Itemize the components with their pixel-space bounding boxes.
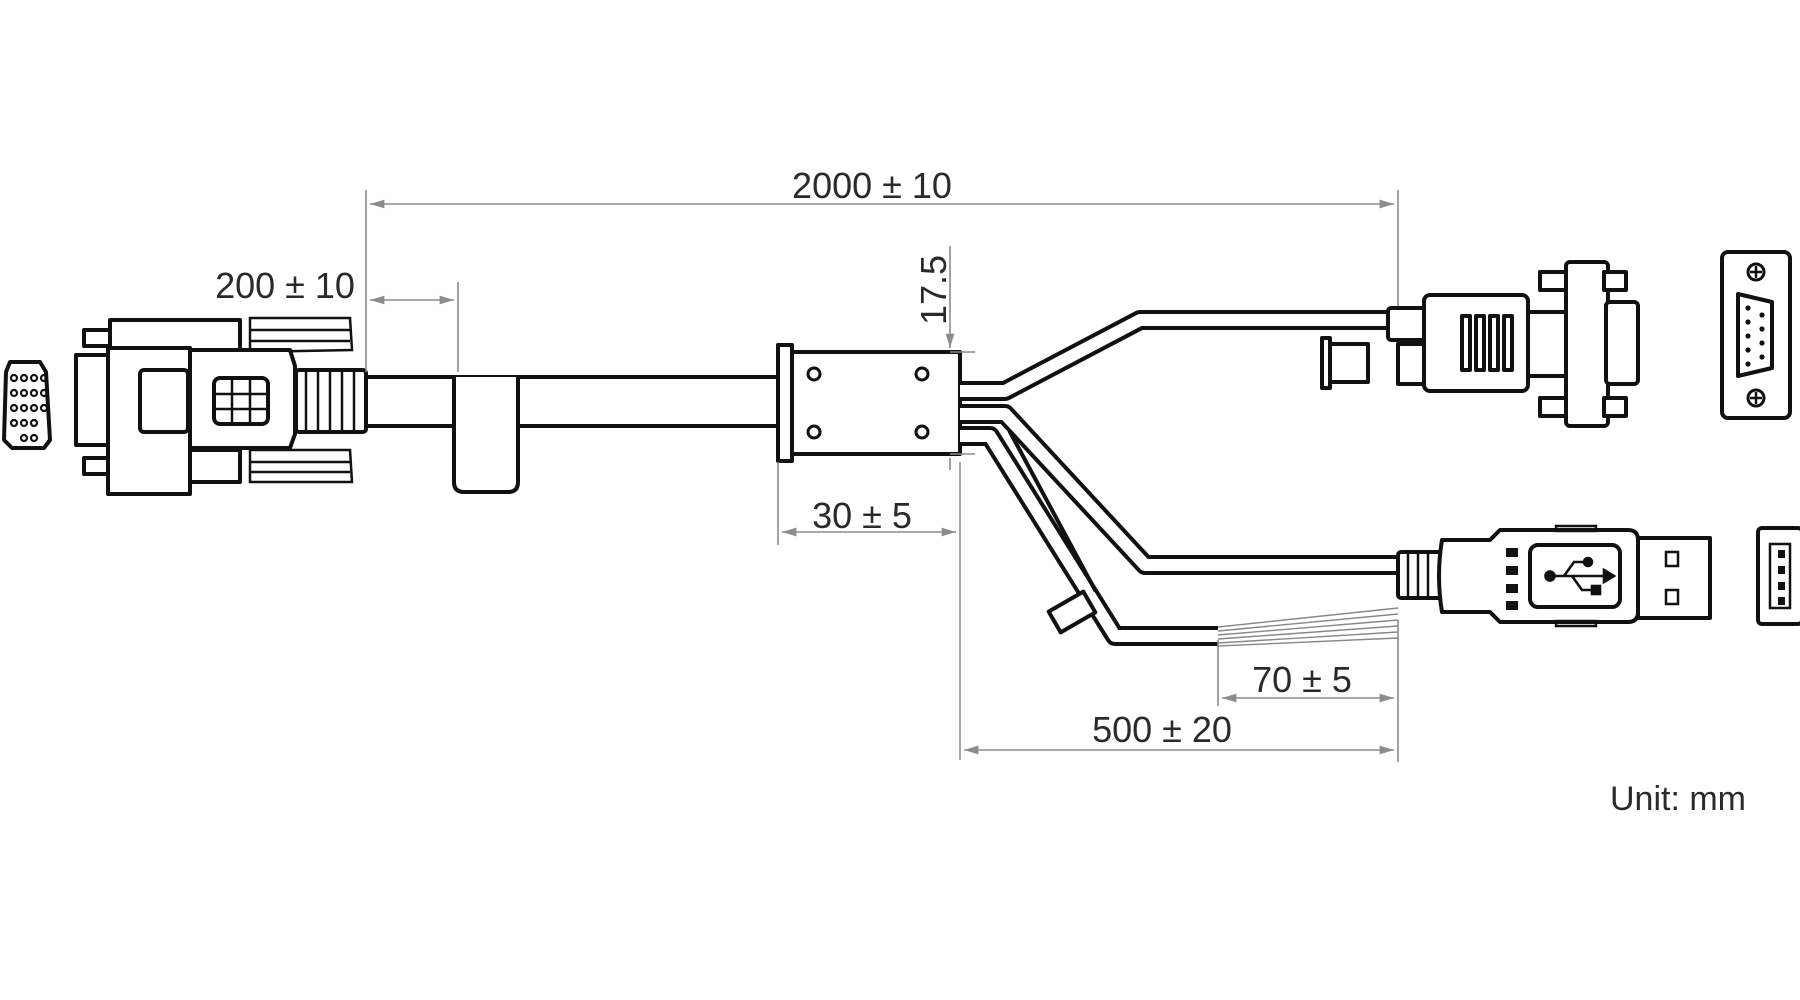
dim-vga-breakout: 200 ± 10	[215, 265, 355, 306]
usb-a-connector	[1396, 524, 1712, 628]
unit-label: Unit: mm	[1610, 780, 1746, 818]
dim-ferrite-height: 17.5	[913, 255, 954, 325]
stripped-wires	[1217, 607, 1399, 647]
plug-detail-icon	[1320, 336, 1370, 390]
usb-end-view-icon	[1756, 526, 1800, 626]
db9-connector	[1386, 260, 1640, 428]
dimension-lines	[365, 190, 1399, 762]
vga-end-view-icon	[2, 360, 52, 450]
db9-end-view-icon	[1720, 250, 1792, 420]
main-cable	[364, 375, 780, 494]
dim-branch-length: 500 ± 20	[1092, 709, 1232, 750]
dim-overall-length: 2000 ± 10	[792, 165, 952, 206]
usb-symbol-icon	[1544, 556, 1617, 596]
ferrite-core	[776, 343, 962, 463]
vga-connector	[74, 316, 368, 496]
branch-wires	[960, 310, 1399, 647]
dim-ferrite-width: 30 ± 5	[812, 495, 912, 536]
dim-strip-length: 70 ± 5	[1252, 659, 1352, 700]
